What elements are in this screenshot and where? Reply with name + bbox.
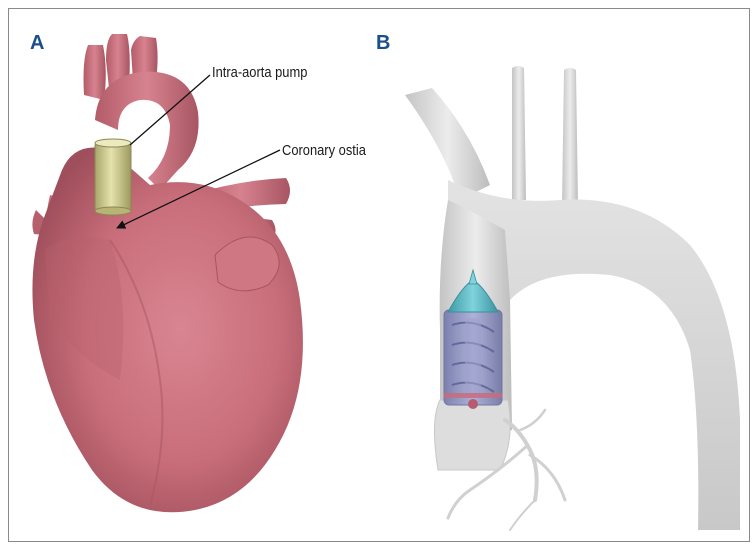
aorta-branch-left	[405, 88, 490, 200]
intra-aorta-pump	[95, 139, 131, 215]
vessel-left	[84, 45, 106, 100]
aortic-root	[434, 400, 510, 470]
aorta-model	[405, 66, 740, 530]
ostia-annotation: Coronary ostia	[282, 142, 366, 159]
panel-b-label: B	[376, 32, 390, 55]
aorta-branch-middle	[512, 66, 526, 200]
aorta-branch-right	[562, 68, 578, 205]
heart-illustration	[32, 34, 303, 512]
pump-annotation: Intra-aorta pump	[212, 64, 307, 81]
panel-a-label: A	[30, 32, 44, 55]
